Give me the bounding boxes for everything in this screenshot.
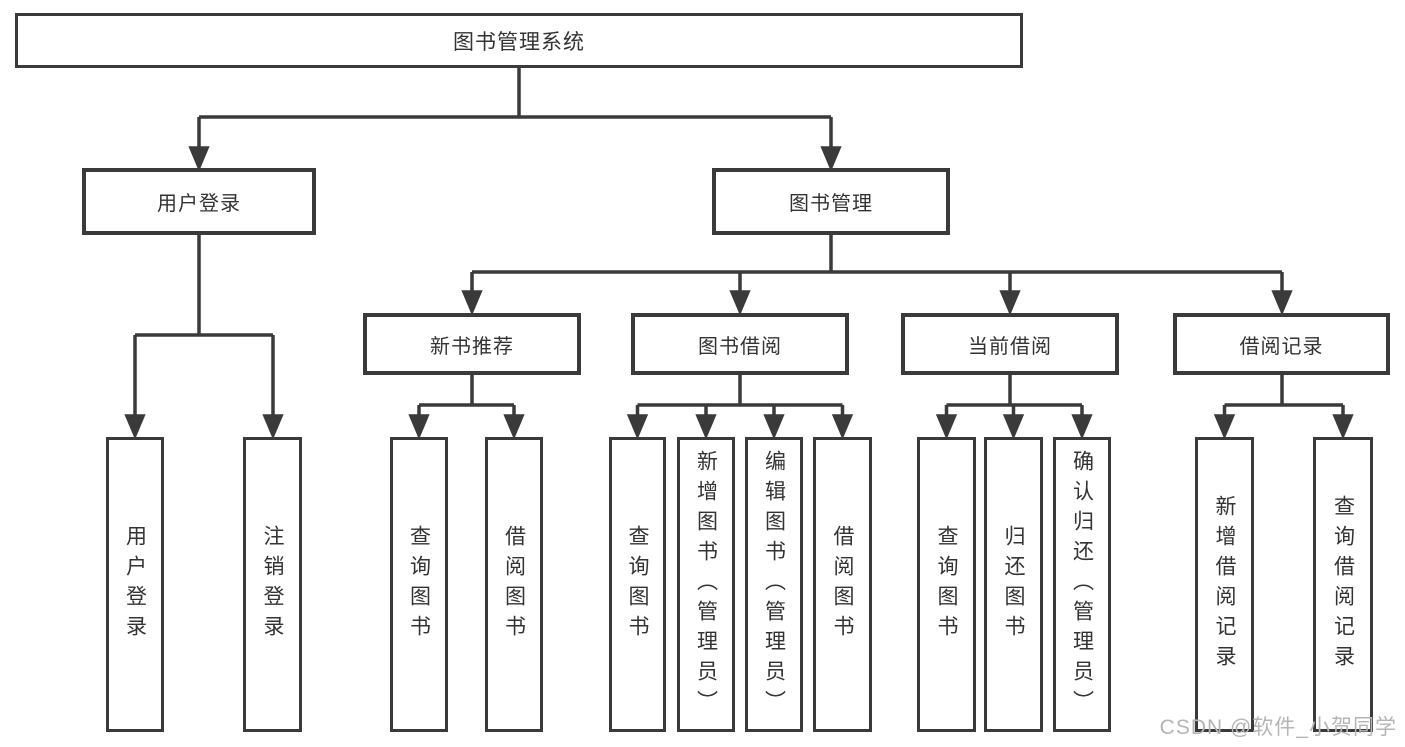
node-library-system: 图书管理系统 (15, 13, 1023, 68)
node-label: 借阅记录 (1239, 335, 1324, 358)
node-confirm-return-admin: 确认归还（管理员） (1053, 437, 1111, 732)
node-label: 注销登录 (261, 524, 284, 645)
node-book-management: 图书管理 (712, 168, 950, 235)
node-edit-books-admin: 编辑图书（管理员） (745, 437, 803, 732)
arrowhead (1071, 414, 1093, 440)
node-label: 图书借阅 (698, 335, 782, 358)
node-label: 查询图书 (626, 524, 649, 645)
arrowhead (1332, 414, 1354, 440)
connector-new-book-children (408, 375, 525, 440)
node-borrow-books-recommend: 借阅图书 (485, 437, 543, 732)
node-current-borrow: 当前借阅 (901, 313, 1119, 375)
connector-user-login-children (124, 235, 284, 440)
node-label: 编辑图书（管理员） (762, 449, 786, 720)
arrowhead (1213, 414, 1236, 440)
arrowhead (820, 146, 842, 172)
arrowhead (1002, 414, 1025, 440)
node-label: 用户登录 (157, 193, 241, 215)
arrowhead (626, 414, 649, 440)
connector-book-borrow-children (626, 375, 854, 440)
node-label: 图书管理 (789, 193, 873, 215)
node-label: 新书推荐 (430, 335, 514, 358)
connector-current-borrow-children (935, 375, 1093, 440)
arrowhead (1271, 290, 1293, 316)
arrowhead (999, 290, 1021, 316)
node-book-borrow: 图书借阅 (631, 313, 849, 375)
node-add-books-admin: 新增图书（管理员） (677, 437, 735, 732)
connector-book-management-children (461, 235, 1293, 316)
arrowhead (695, 414, 717, 440)
connector-borrow-records-children (1213, 375, 1354, 440)
node-return-books: 归还图书 (984, 437, 1043, 732)
node-label: 新增图书（管理员） (694, 449, 718, 720)
node-label: 借阅图书 (831, 524, 854, 645)
node-label: 归还图书 (1002, 524, 1025, 645)
node-new-book-recommend: 新书推荐 (363, 313, 581, 375)
node-query-borrow-record: 查询借阅记录 (1313, 437, 1373, 732)
node-logout-leaf: 注销登录 (243, 437, 302, 732)
node-query-books-recommend: 查询图书 (390, 437, 448, 732)
node-label: 查询图书 (407, 524, 431, 645)
node-label: 查询图书 (935, 524, 958, 645)
arrowhead (188, 146, 210, 172)
arrowhead (729, 290, 751, 316)
node-user-login-leaf: 用户登录 (106, 437, 164, 732)
arrowhead (831, 414, 854, 440)
arrowhead (262, 414, 284, 440)
arrowhead (124, 414, 146, 440)
arrowhead (461, 290, 483, 316)
arrowhead (503, 414, 525, 440)
csdn-watermark: CSDN @软件_小贺同学 (1159, 716, 1397, 739)
connector-root-to-level2 (188, 68, 842, 172)
node-borrow-records: 借阅记录 (1173, 313, 1390, 375)
node-label: 确认归还（管理员） (1070, 449, 1094, 720)
node-borrow-books-leaf: 借阅图书 (813, 437, 872, 732)
arrowhead (935, 414, 958, 440)
arrowhead (763, 414, 785, 440)
node-label: 当前借阅 (968, 335, 1052, 358)
node-label: 查询借阅记录 (1331, 494, 1355, 675)
node-query-books-borrow: 查询图书 (609, 437, 666, 732)
node-query-books-current: 查询图书 (917, 437, 976, 732)
node-label: 借阅图书 (502, 524, 526, 645)
arrowhead (408, 414, 430, 440)
node-label: 新增借阅记录 (1213, 494, 1236, 675)
node-label: 图书管理系统 (453, 30, 585, 54)
node-user-login: 用户登录 (82, 168, 316, 235)
node-add-borrow-record: 新增借阅记录 (1195, 437, 1254, 732)
node-label: 用户登录 (123, 524, 147, 645)
